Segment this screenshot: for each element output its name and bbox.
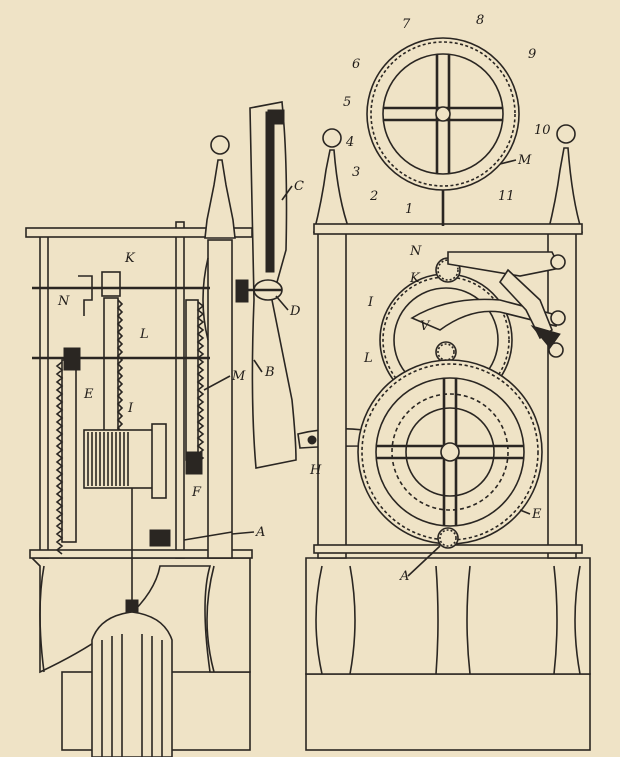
lever-claw (530, 325, 561, 349)
wheel-m-side (185, 299, 199, 461)
label-h: H (309, 463, 322, 478)
label-v-right: V (420, 319, 431, 334)
right-finial-right-ball (556, 124, 576, 144)
pendulum-h-pivot (307, 435, 317, 445)
right-top-bar (313, 223, 583, 235)
right-finial-right (546, 147, 584, 233)
wheel-k-side (101, 271, 121, 297)
pinion-k-teeth (437, 259, 459, 281)
label-d: D (289, 304, 301, 319)
label-m-right: M (517, 153, 532, 168)
pin-n (78, 275, 93, 316)
weight-hook (125, 599, 139, 613)
dial-number-10: 10 (534, 123, 551, 138)
label-m-left: M (231, 369, 246, 384)
left-frame-post-1 (39, 235, 49, 559)
label-n-right: N (409, 244, 422, 259)
dial-number-2: 2 (369, 189, 378, 204)
dial-number-8: 8 (476, 13, 484, 28)
great-wheel-e-teeth (361, 363, 539, 541)
ratchet-ring (391, 393, 509, 511)
dial-number-1: 1 (405, 202, 413, 217)
drum-i-winding (87, 432, 129, 486)
wheel-e-teeth (55, 361, 64, 555)
label-b: B (264, 365, 275, 380)
left-bottom-bar (29, 549, 253, 559)
left-finial-ball (210, 135, 230, 155)
left-frame-post-2 (175, 221, 185, 559)
label-k-right: K (409, 271, 421, 286)
wheel-l-teeth (116, 299, 124, 445)
wheel-i-teeth (382, 276, 510, 404)
pinion-l-front (435, 341, 457, 363)
wheel-m-teeth (196, 301, 205, 463)
right-finial-left (312, 149, 352, 233)
label-f-left: F (191, 485, 202, 500)
dial-number-11: 11 (498, 189, 515, 204)
label-a-left: A (255, 525, 265, 540)
left-column-shaft (207, 239, 233, 559)
left-leg-front (39, 565, 45, 673)
wheel-e-side (61, 359, 77, 543)
right-legs (315, 565, 581, 675)
right-column-right (547, 231, 577, 559)
left-plinth (30, 557, 251, 674)
weight-bell (91, 611, 173, 757)
dial-number-7: 7 (402, 17, 411, 32)
dial-wheel-m-inner (382, 53, 504, 175)
lever-pivot-2 (550, 310, 566, 326)
drum-ratchet (151, 423, 167, 499)
lever-n (447, 251, 562, 277)
left-column-bulge (202, 257, 209, 341)
ratchet-inner (405, 407, 495, 497)
right-finial-left-ball (322, 128, 342, 148)
label-k-left: K (124, 251, 136, 266)
left-finial-column (204, 159, 236, 239)
lever-pivot-1 (550, 254, 566, 270)
dial-number-4: 4 (345, 135, 354, 150)
label-e-left: E (83, 387, 94, 402)
right-plinth (305, 557, 591, 675)
dial-number-5: 5 (343, 95, 351, 110)
great-wheel-e-rim (375, 377, 525, 527)
pinion-a-teeth (439, 529, 457, 547)
pinion-a-front (437, 527, 459, 549)
dial-number-9: 9 (528, 47, 536, 62)
pinion-e-top (63, 347, 81, 371)
pinion-f-side (185, 451, 203, 475)
label-e-right: E (531, 507, 542, 522)
right-base-block (305, 673, 591, 751)
label-i-right: I (367, 295, 374, 310)
lever-pivot-3 (548, 342, 564, 358)
label-l-left: L (139, 327, 149, 342)
label-c: C (294, 179, 304, 194)
label-n-left: N (57, 294, 70, 309)
label-i-left: I (127, 401, 134, 416)
great-wheel-e-hub (440, 442, 460, 462)
left-side-view (25, 101, 365, 757)
leader-lines (203, 159, 531, 577)
weight-ribs (101, 634, 163, 757)
dial-number-6: 6 (352, 57, 360, 72)
dial-wheel-m-hub (435, 106, 451, 122)
dial-number-3: 3 (352, 165, 360, 180)
label-l-right: L (363, 351, 373, 366)
right-column-left (317, 231, 347, 559)
lever-arm-right (498, 268, 553, 340)
pinion-a-side (149, 529, 171, 547)
wheel-l-side (103, 297, 119, 449)
dial-wheel-m-teeth (370, 41, 516, 187)
right-front-view (305, 37, 591, 751)
foliot-crown (267, 109, 285, 125)
left-leg-back (206, 565, 215, 673)
foliot-slot (265, 111, 275, 273)
pointer-a-left (183, 531, 233, 541)
label-a-right: A (399, 569, 409, 584)
